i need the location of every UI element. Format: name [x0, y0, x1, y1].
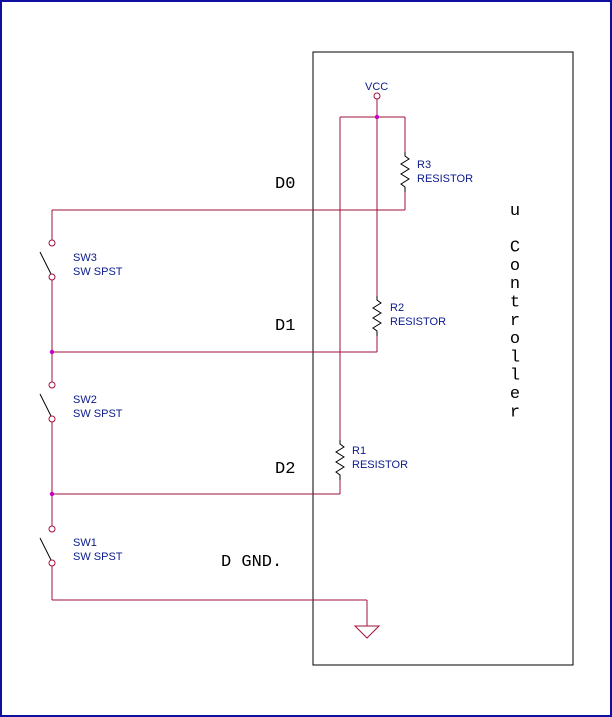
ground-symbol-icon [353, 625, 381, 639]
vcc-label: VCC [365, 81, 388, 93]
resistor-r3[interactable] [400, 152, 410, 210]
vcc-bus [339, 99, 406, 440]
d1-label: D1 [275, 317, 295, 336]
resistor-r1-type: RESISTOR [352, 459, 408, 471]
resistor-r3-icon [400, 152, 410, 192]
resistor-r2-icon [372, 296, 382, 336]
resistor-r2-ref: R2 [390, 302, 404, 314]
resistor-r1-ref: R1 [352, 445, 366, 457]
resistor-r1[interactable] [335, 440, 345, 494]
resistor-r1-icon [335, 440, 345, 480]
switch-sw3-top-terminal [48, 239, 56, 247]
controller-label-char: r [510, 312, 520, 331]
d0-label: D0 [275, 175, 295, 194]
switch-sw1-top-terminal [48, 525, 56, 533]
vcc-pin-icon[interactable] [373, 92, 381, 100]
controller-label-char [510, 220, 520, 239]
switch-sw1-ref: SW1 [73, 537, 97, 549]
switch-sw1[interactable] [39, 525, 56, 567]
controller-label-char: o [510, 257, 520, 276]
switch-sw3[interactable] [39, 239, 56, 281]
controller-label-char: t [510, 294, 520, 313]
d1-junction [49, 349, 55, 355]
switch-sw2-type: SW SPST [73, 408, 123, 420]
controller-label-char: r [510, 403, 520, 422]
controller-label-char: n [510, 275, 520, 294]
controller-label-char: u [510, 202, 520, 221]
resistor-r2-type: RESISTOR [390, 316, 446, 328]
switch-sw2-top-terminal [48, 381, 56, 389]
d2-junction [49, 491, 55, 497]
controller-label-char: e [510, 385, 520, 404]
microcontroller-box[interactable] [312, 51, 574, 666]
controller-label-char: o [510, 330, 520, 349]
switch-sw3-bottom-terminal [48, 273, 56, 281]
resistor-r3-type: RESISTOR [417, 173, 473, 185]
d2-label: D2 [275, 460, 295, 479]
switch-sw1-bottom-terminal [48, 559, 56, 567]
vcc-junction [374, 114, 380, 120]
controller-label-char: C [510, 239, 520, 258]
switch-sw2[interactable] [39, 381, 56, 423]
signal-wires [52, 209, 405, 626]
switch-sw3-lever-icon [39, 251, 53, 277]
switch-sw3-type: SW SPST [73, 266, 123, 278]
switch-sw1-type: SW SPST [73, 551, 123, 563]
controller-label-char: l [510, 348, 520, 367]
resistor-r2[interactable] [372, 296, 382, 352]
controller-label-char: l [510, 367, 520, 386]
switch-sw2-bottom-terminal [48, 415, 56, 423]
switch-sw2-lever-icon [39, 393, 53, 419]
switch-sw1-lever-icon [39, 537, 53, 563]
switch-sw2-ref: SW2 [73, 394, 97, 406]
gnd-label: D GND. [221, 553, 282, 572]
switch-sw3-ref: SW3 [73, 252, 97, 264]
resistor-r3-ref: R3 [417, 159, 431, 171]
